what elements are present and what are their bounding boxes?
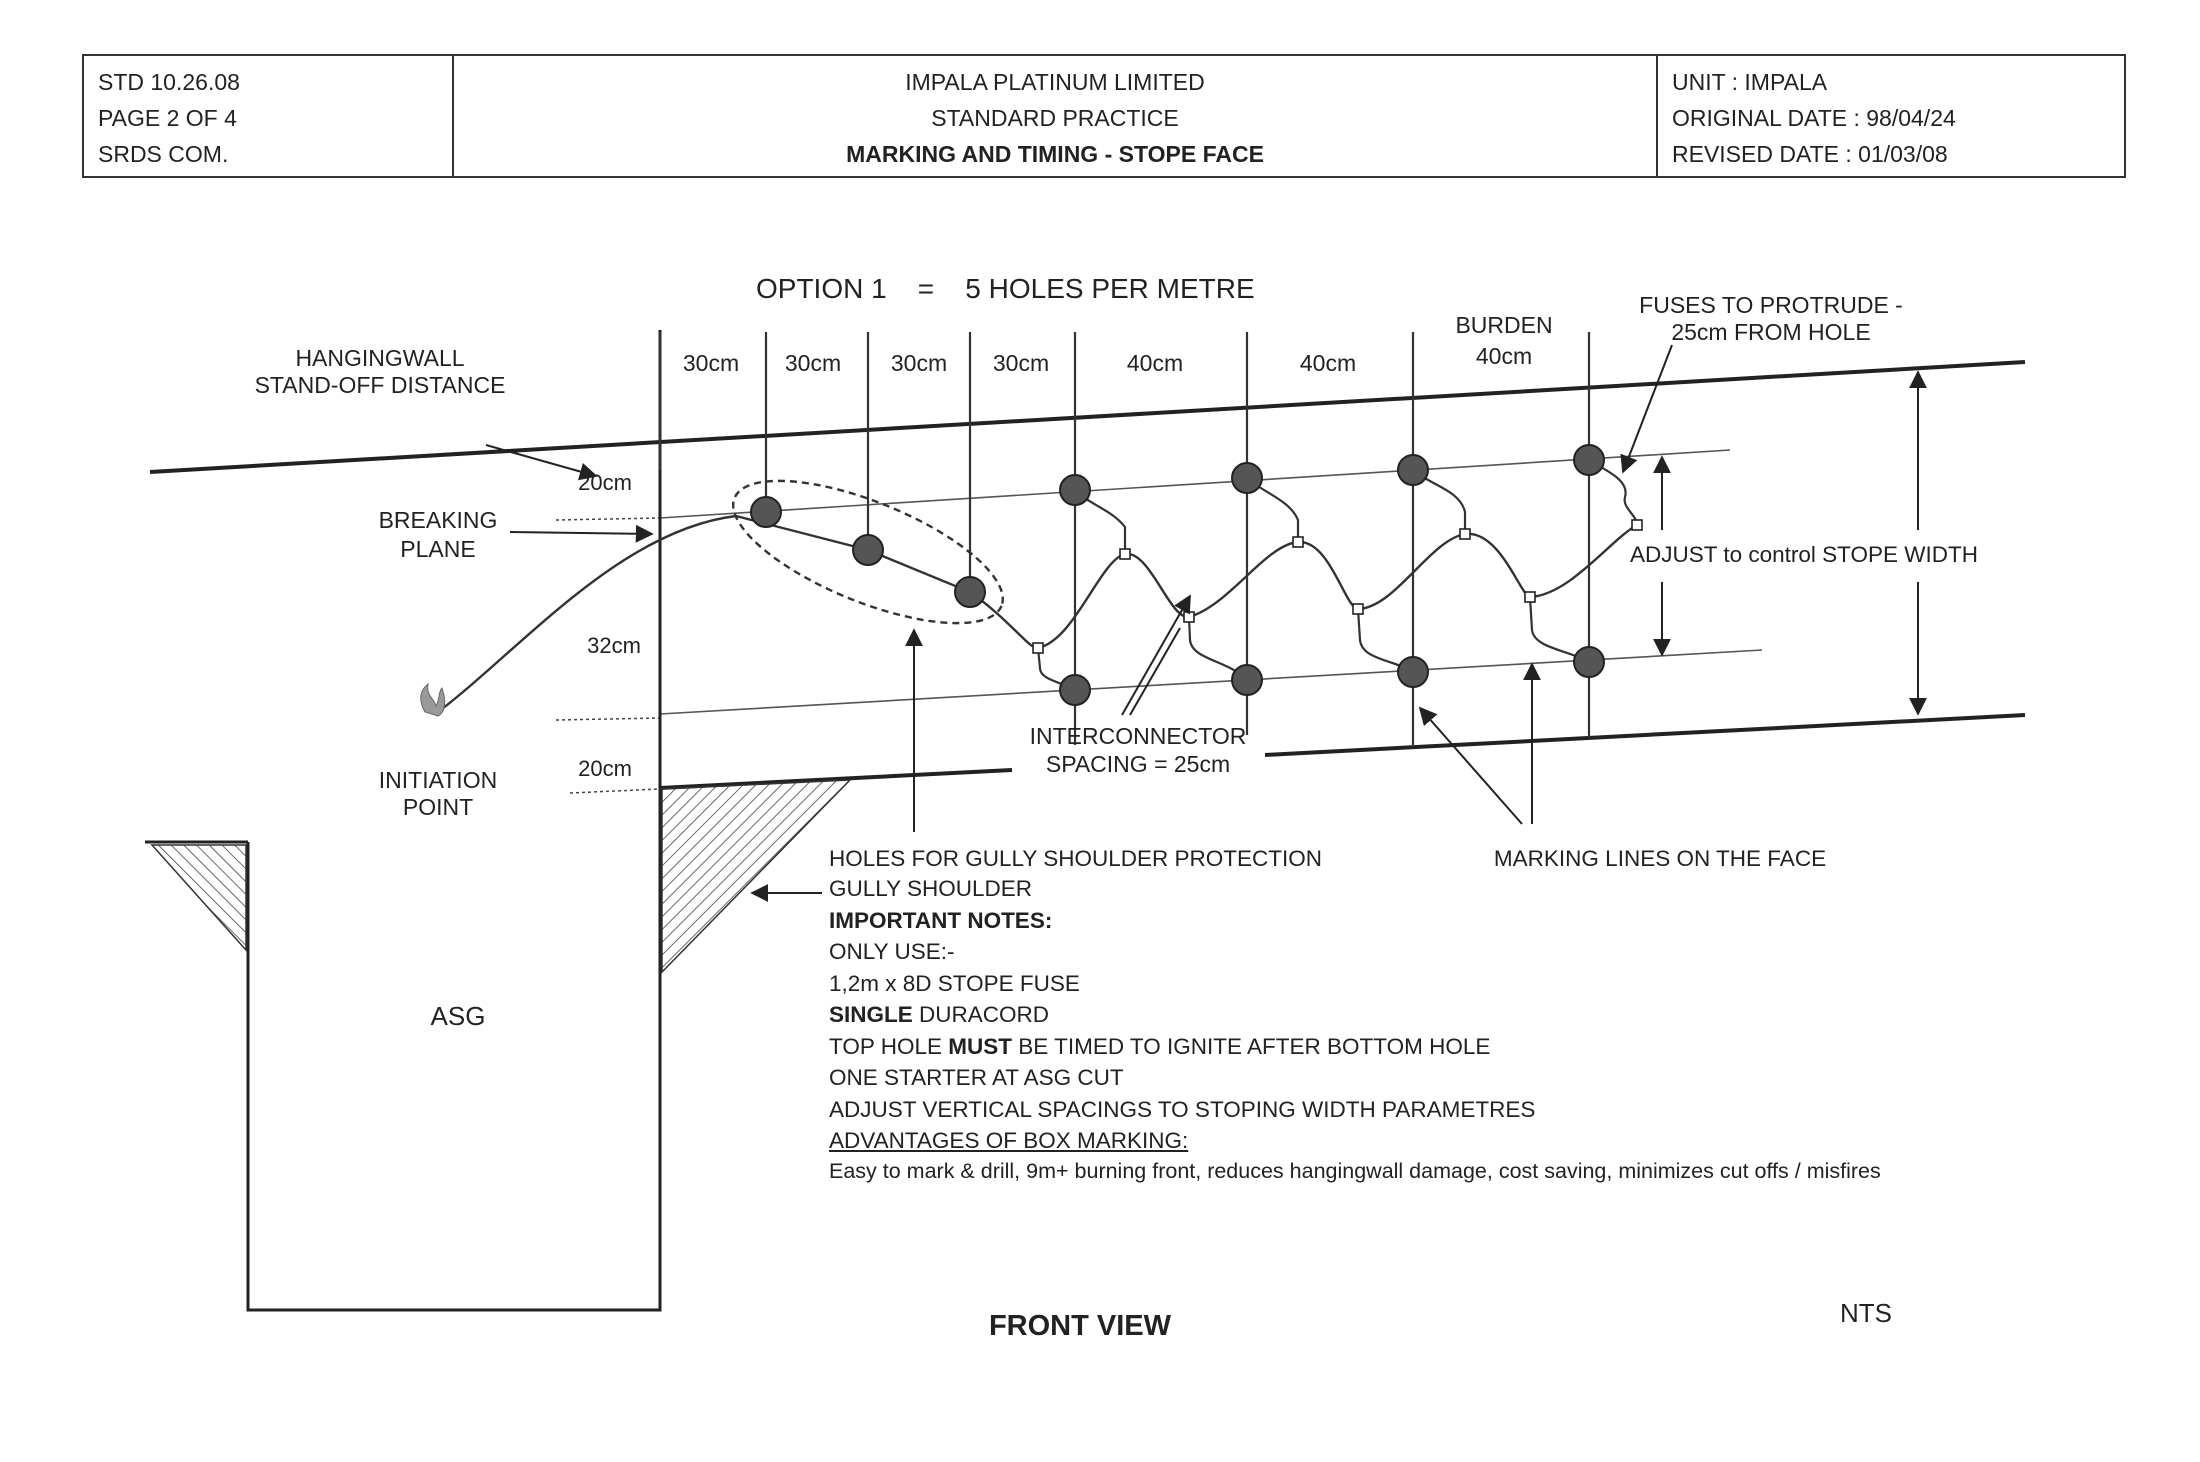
original-date: ORIGINAL DATE : 98/04/24 xyxy=(1672,105,1956,131)
practice-type: STANDARD PRACTICE xyxy=(931,105,1179,131)
adjust-label: ADJUST to control STOPE WIDTH xyxy=(1630,542,1978,567)
option-title: OPTION 1 = 5 HOLES PER METRE xyxy=(756,273,1255,304)
front-view-label: FRONT VIEW xyxy=(989,1310,1172,1342)
document-header: STD 10.26.08 PAGE 2 OF 4 SRDS COM. IMPAL… xyxy=(82,54,2126,178)
notes-single-rest: DURACORD xyxy=(912,1002,1050,1027)
hangingwall-label-2: STAND-OFF DISTANCE xyxy=(255,372,506,398)
notes-block: GULLY SHOULDER IMPORTANT NOTES: ONLY USE… xyxy=(829,842,1969,1185)
notes-adjust-vertical: ADJUST VERTICAL SPACINGS TO STOPING WIDT… xyxy=(829,1096,1536,1122)
notes-starter: ONE STARTER AT ASG CUT xyxy=(829,1065,1124,1090)
breaking-plane-label: BREAKING xyxy=(379,507,498,533)
notes-single-duracord: SINGLE DURACORD xyxy=(829,999,1969,1031)
spacing-label: 30cm xyxy=(993,350,1049,376)
spacing-label: 30cm xyxy=(785,350,841,376)
fuses-label: FUSES TO PROTRUDE - xyxy=(1639,292,1903,318)
gully-holes-label: HOLES FOR GULLY SHOULDER PROTECTION xyxy=(829,846,1322,871)
fuse-connectors xyxy=(1036,459,1639,691)
left-hatch xyxy=(150,844,247,952)
fuses-label-2: 25cm FROM HOLE xyxy=(1671,319,1870,345)
asg-label: ASG xyxy=(431,1001,486,1031)
duracord-line xyxy=(437,514,1638,713)
initiation-point-label: INITIATION xyxy=(379,767,497,793)
marking-lines-label: MARKING LINES ON THE FACE xyxy=(1494,846,1826,871)
notes-top-hole-b: BE TIMED TO IGNITE AFTER BOTTOM HOLE xyxy=(1011,1033,1491,1059)
notes-heading: IMPORTANT NOTES: xyxy=(829,907,1053,933)
company-name: IMPALA PLATINUM LIMITED xyxy=(905,69,1205,95)
spacing-label: 30cm xyxy=(891,350,947,376)
interconnectors xyxy=(1032,519,1643,654)
notes-only-use: ONLY USE:- xyxy=(829,939,955,964)
header-left-cell: STD 10.26.08 PAGE 2 OF 4 SRDS COM. xyxy=(84,56,454,176)
drill-holes xyxy=(750,444,1605,706)
header-center-cell: IMPALA PLATINUM LIMITED STANDARD PRACTIC… xyxy=(454,56,1658,176)
spacing-label: 30cm xyxy=(683,350,739,376)
revised-date: REVISED DATE : 01/03/08 xyxy=(1672,141,1948,167)
hangingwall-line xyxy=(149,360,2026,474)
notes-advantages-text: Easy to mark & drill, 9m+ burning front,… xyxy=(829,1158,1881,1183)
footwall-line-left xyxy=(659,768,1013,790)
notes-top-hole-a: TOP HOLE xyxy=(829,1033,949,1059)
gully-holes-ellipse xyxy=(731,479,1005,625)
dimension-middle: 32cm xyxy=(587,633,641,658)
footwall-line-right xyxy=(1264,713,2026,757)
hangingwall-label: HANGINGWALL xyxy=(295,345,464,371)
notes-fuse: 1,2m x 8D STOPE FUSE xyxy=(829,970,1080,996)
spacing-label: 40cm xyxy=(1300,350,1356,376)
asg-cut-outline xyxy=(246,330,662,1312)
notes-top-hole: TOP HOLE MUST BE TIMED TO IGNITE AFTER B… xyxy=(829,1031,1969,1063)
initiation-flame-icon xyxy=(420,682,446,717)
notes-top-hole-must: MUST xyxy=(948,1033,1012,1059)
standard-number: STD 10.26.08 xyxy=(98,69,240,95)
header-right-cell: UNIT : IMPALA ORIGINAL DATE : 98/04/24 R… xyxy=(1658,56,2124,176)
interconnector-label-2: SPACING = 25cm xyxy=(1046,751,1230,777)
unit-label: UNIT : IMPALA xyxy=(1672,69,1828,95)
spacing-label: 40cm xyxy=(1127,350,1183,376)
page-number: PAGE 2 OF 4 xyxy=(98,105,237,131)
breaking-plane-label-2: PLANE xyxy=(400,536,475,562)
interconnector-label: INTERCONNECTOR xyxy=(1030,723,1247,749)
initiation-point-label-2: POINT xyxy=(403,794,473,820)
notes-advantages-heading: ADVANTAGES OF BOX MARKING: xyxy=(829,1128,1189,1153)
nts-label: NTS xyxy=(1840,1298,1892,1328)
top-marking-line xyxy=(659,449,1731,519)
gully-shoulder-hatch xyxy=(661,779,852,974)
notes-single-bold: SINGLE xyxy=(829,1002,913,1027)
burden-label: BURDEN xyxy=(1455,312,1552,338)
srds-label: SRDS COM. xyxy=(98,141,229,167)
gully-shoulder-label: GULLY SHOULDER xyxy=(829,876,1032,901)
burden-value: 40cm xyxy=(1476,343,1532,369)
dimension-bottom: 20cm xyxy=(578,756,632,781)
document-subject: MARKING AND TIMING - STOPE FACE xyxy=(846,141,1264,167)
